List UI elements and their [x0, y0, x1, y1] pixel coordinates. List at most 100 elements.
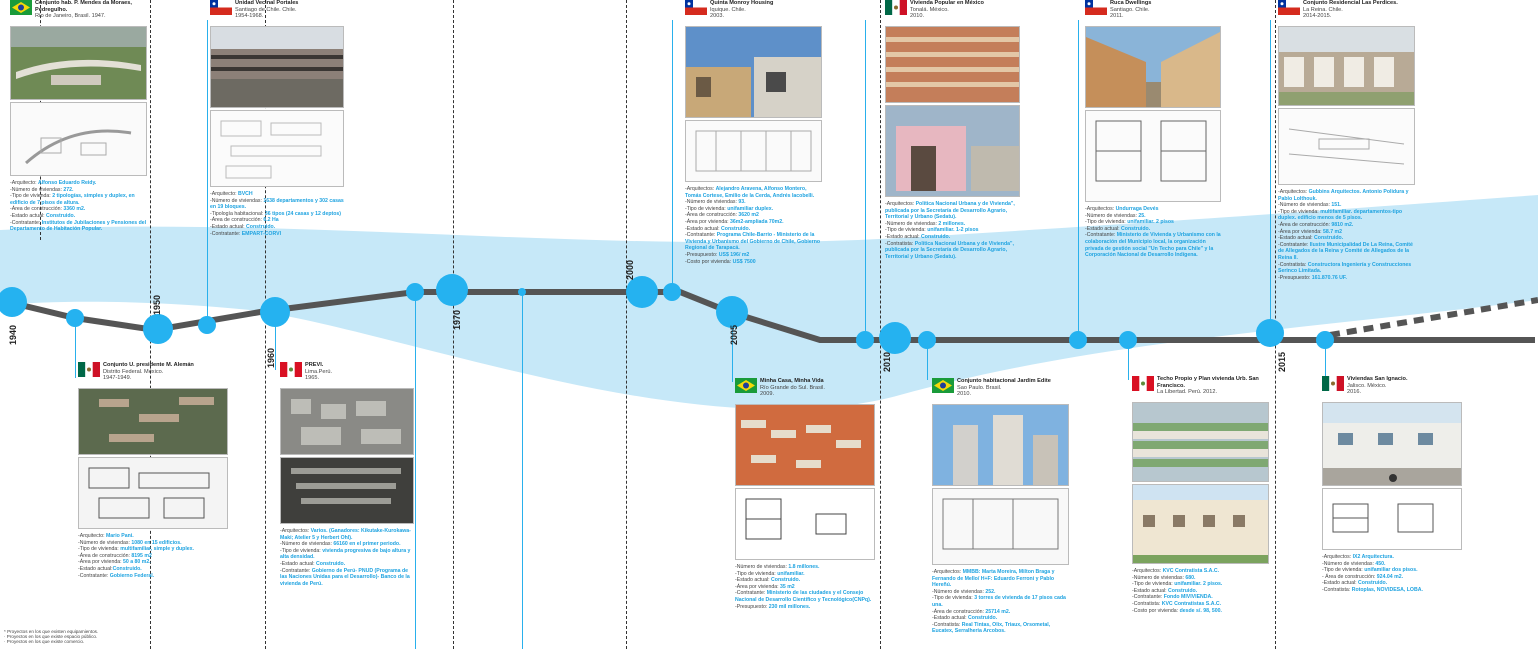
- project-location: Lima.Perú. 1965.: [305, 368, 333, 382]
- project-plan: [932, 488, 1069, 565]
- project-plan: [735, 488, 875, 560]
- timeline-node: [663, 283, 681, 301]
- brazil-flag-icon: [735, 378, 757, 393]
- project-photo: [210, 26, 344, 108]
- timeline-node: [66, 309, 84, 327]
- project-location: Río Grande do Sul. Brasil. 2009.: [760, 384, 825, 398]
- project-photo: [280, 457, 414, 524]
- project-plan: [1085, 110, 1221, 202]
- brazil-flag-icon: [932, 378, 954, 393]
- project-location: Santiago de Chile. Chile. 1954-1968.: [235, 6, 297, 20]
- timeline-node: [1119, 331, 1137, 349]
- timeline-node: [716, 296, 748, 328]
- timeline-node: [436, 274, 468, 306]
- decade-divider: [626, 0, 627, 649]
- project-title: Conjunto habitacional Jardim Edite: [957, 378, 1051, 384]
- mexico-flag-icon: [1322, 376, 1344, 391]
- project-plan: [210, 110, 344, 187]
- decade-divider: [265, 0, 266, 649]
- timeline-node: [626, 276, 658, 308]
- timeline-node: [0, 287, 27, 317]
- project-title: Quinta Monroy Housing: [710, 0, 774, 6]
- year-label: 1960: [266, 347, 276, 368]
- project-photo: [1132, 484, 1269, 564]
- project-plan: [10, 102, 147, 176]
- project-photo: [10, 26, 147, 100]
- timeline-node: [856, 331, 874, 349]
- project-photo: [685, 26, 822, 118]
- year-label: 1940: [8, 324, 18, 345]
- project-location: Jalisco. México. 2016.: [1347, 382, 1387, 396]
- chile-flag-icon: [685, 0, 707, 15]
- project-plan: [685, 120, 822, 182]
- year-label: 2010: [882, 351, 892, 372]
- project-photo: [885, 105, 1020, 197]
- chile-flag-icon: [1085, 0, 1107, 15]
- project-title: Conjunto U. presidente M. Alemán: [103, 362, 194, 368]
- project-photo: [1322, 402, 1462, 486]
- project-photo: [1085, 26, 1221, 108]
- peru-flag-icon: [1132, 376, 1154, 391]
- project-plan: [1278, 108, 1415, 185]
- project-title: Conjunto hab. P. Mendes da Moraes, Pedre…: [35, 0, 132, 13]
- project-photo: [78, 388, 228, 455]
- mexico-flag-icon: [78, 362, 100, 377]
- project-location: Tonalá. México. 2010.: [910, 6, 949, 20]
- project-location: Sao Paulo. Brasil. 2010.: [957, 384, 1002, 398]
- year-label: 1970: [452, 309, 462, 330]
- timeline-node: [1069, 331, 1087, 349]
- timeline-node: [1316, 331, 1334, 349]
- project-title: Conjunto Residencial Las Perdices.: [1303, 0, 1398, 6]
- timeline-node: [518, 288, 526, 296]
- project-card: Conjunto Residencial Las Perdices.La Rei…: [1278, 0, 1416, 281]
- project-title: Vivienda Popular en México: [910, 0, 984, 6]
- project-plan: [78, 457, 228, 529]
- project-photo: [885, 26, 1020, 103]
- timeline-node: [198, 316, 216, 334]
- legend-notes: * Proyectos en los que existen equipamie…: [4, 629, 99, 645]
- project-plan: [1322, 488, 1462, 550]
- project-photo: [932, 404, 1069, 486]
- decade-divider: [453, 0, 454, 649]
- project-location: La Libertad. Perú. 2012.: [1157, 389, 1218, 396]
- project-card: Techo Propio y Plan vivienda Urb. San Fr…: [1132, 376, 1270, 614]
- timeline-node: [143, 314, 173, 344]
- project-photo: [1132, 402, 1269, 482]
- project-title: PREVI.: [305, 362, 324, 368]
- project-card: PREVI.Lima.Perú. 1965. -Arquitectos: Var…: [280, 362, 415, 587]
- brazil-flag-icon: [10, 0, 32, 15]
- project-card: Viviendas San Ignacio.Jalisco. México. 2…: [1322, 376, 1462, 594]
- project-location: La Reina. Chile. 2014-2015.: [1303, 6, 1343, 20]
- project-title: Ruca Dwellings: [1110, 0, 1152, 6]
- project-photo: [280, 388, 414, 455]
- timeline-node: [918, 331, 936, 349]
- project-title: Techo Propio y Plan vivienda Urb. San Fr…: [1157, 376, 1259, 389]
- year-label: 2000: [625, 259, 635, 280]
- project-title: Viviendas San Ignacio.: [1347, 376, 1408, 382]
- chile-flag-icon: [1278, 0, 1300, 15]
- timeline-node: [1256, 319, 1284, 347]
- project-photo: [1278, 26, 1415, 106]
- timeline-node: [879, 322, 911, 354]
- year-label: 2015: [1277, 351, 1287, 372]
- project-location: Santiago. Chile. 2011.: [1110, 6, 1150, 20]
- project-location: Iquique. Chile. 2003.: [710, 6, 746, 20]
- peru-flag-icon: [280, 362, 302, 377]
- mexico-flag-icon: [885, 0, 907, 15]
- timeline-node: [406, 283, 424, 301]
- year-label: 2005: [729, 324, 739, 345]
- project-photo: [735, 404, 875, 486]
- year-label: 1950: [152, 294, 162, 315]
- timeline-node: [260, 297, 290, 327]
- project-location: Río de Janeiro, Brasil. 1947.: [35, 13, 106, 20]
- project-card: Conjunto hab. P. Mendes da Moraes, Pedre…: [10, 0, 147, 233]
- project-location: Distrito Federal. México. 1947-1949.: [103, 368, 164, 382]
